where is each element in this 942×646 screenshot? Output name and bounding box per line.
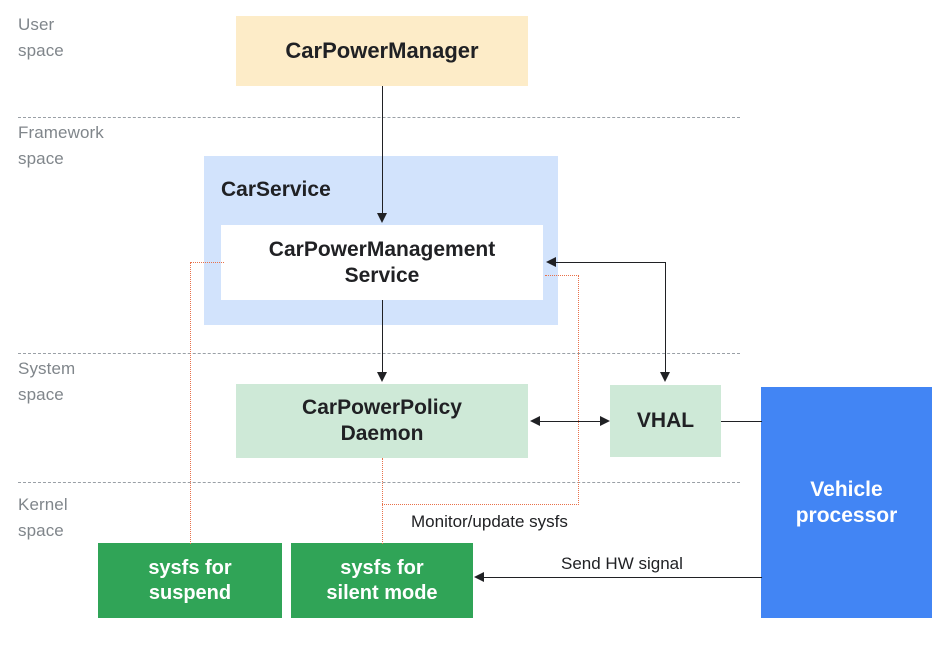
edge-cppd-vhal-line xyxy=(540,421,600,422)
node-carservice-label: CarService xyxy=(221,178,331,201)
edge-label-monitor-update-sysfs: Monitor/update sysfs xyxy=(411,512,568,531)
edge-vhal-to-cpms-arrowhead xyxy=(546,257,556,267)
dotted-path-left-top-segment xyxy=(190,262,224,263)
node-vhal[interactable]: VHAL xyxy=(610,385,721,457)
zone-divider-user-framework xyxy=(18,117,740,118)
zone-label-framework-space: Framework space xyxy=(18,123,104,168)
dotted-path-right-vertical xyxy=(578,275,579,505)
dotted-path-center-vertical xyxy=(382,458,383,544)
zone-label-system-space: System space xyxy=(18,359,76,404)
node-carpowerpolicy-daemon[interactable]: CarPowerPolicy Daemon xyxy=(236,384,528,458)
edge-cppd-vhal-arrowhead-left xyxy=(530,416,540,426)
zone-label-user-space: User space xyxy=(18,15,64,60)
edge-label-send-hw-signal: Send HW signal xyxy=(561,554,683,573)
edge-carpowermanager-to-cpms-arrowhead xyxy=(377,213,387,223)
dotted-path-right-bottom-segment xyxy=(382,504,579,505)
zone-divider-framework-system xyxy=(18,353,740,354)
dotted-path-left-vertical xyxy=(190,262,191,544)
edge-cpms-to-cppd-arrowhead xyxy=(377,372,387,382)
edge-send-hw-signal-arrowhead xyxy=(474,572,484,582)
node-sysfs-for-suspend[interactable]: sysfs for suspend xyxy=(98,543,282,618)
edge-cpms-to-vhal-arrowhead xyxy=(660,372,670,382)
dotted-path-right-top-segment xyxy=(545,275,579,276)
edge-vhal-to-vehicle-line xyxy=(721,421,762,422)
edge-cppd-vhal-arrowhead-right xyxy=(600,416,610,426)
node-vehicle-processor[interactable]: Vehicle processor xyxy=(761,387,932,618)
zone-label-kernel-space: Kernel space xyxy=(18,495,68,540)
edge-vhal-to-cpms-horizontal xyxy=(556,262,666,263)
zone-divider-system-kernel xyxy=(18,482,740,483)
edge-send-hw-signal-line xyxy=(484,577,762,578)
node-carpowermanagement-service[interactable]: CarPowerManagement Service xyxy=(221,225,543,300)
node-sysfs-for-silent-mode[interactable]: sysfs for silent mode xyxy=(291,543,473,618)
edge-cpms-to-cppd-line xyxy=(382,300,383,372)
edge-cpms-to-vhal-vertical xyxy=(665,262,666,373)
edge-carpowermanager-to-cpms-line xyxy=(382,86,383,215)
node-carpowermanager[interactable]: CarPowerManager xyxy=(236,16,528,86)
